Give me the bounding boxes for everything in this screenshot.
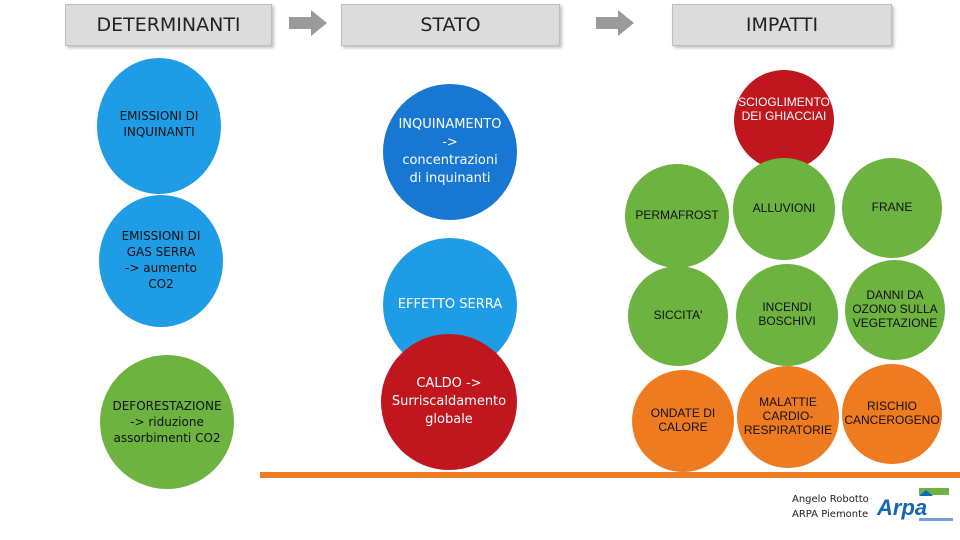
node-caldo: CALDO -> Surriscaldamento globale	[381, 334, 517, 470]
node-emissioni-inquinanti: EMISSIONI DI INQUINANTI	[97, 58, 221, 194]
footer-divider	[260, 472, 960, 478]
node-danni-ozono: DANNI DA OZONO SULLA VEGETAZIONE	[845, 260, 945, 360]
arpa-logo-text: Arpa	[876, 495, 927, 520]
author-name: Angelo Robotto	[792, 494, 869, 505]
node-label-line: CANCEROGENO	[844, 413, 940, 427]
arrow-right-icon	[289, 10, 327, 36]
node-deforestazione: DEFORESTAZIONE -> riduzione assorbimenti…	[100, 355, 234, 489]
node-label-line: ONDATE DI	[650, 406, 716, 421]
node-label-line: FRANE	[871, 200, 913, 215]
node-malattie-cardiorespiratorie: MALATTIE CARDIO- RESPIRATORIE	[737, 366, 839, 468]
node-label-line: EFFETTO SERRA	[397, 296, 503, 312]
node-label-line: di inquinanti	[409, 171, 491, 187]
node-label-line: RISCHIO	[866, 399, 917, 414]
header-determinanti-label: DETERMINANTI	[96, 14, 241, 36]
node-label-line: globale	[425, 412, 473, 428]
node-label-line: BOSCHIVI	[758, 314, 816, 328]
node-label-line: SICCITA'	[653, 308, 703, 323]
node-label-line: -> aumento CO2	[125, 261, 197, 292]
arrow-right-icon	[596, 10, 634, 36]
node-label-line: -> riduzione	[130, 414, 204, 429]
header-impatti-label: IMPATTI	[745, 14, 819, 36]
arpa-logo: Arpa	[876, 488, 953, 521]
node-label-line: INQUINANTI	[123, 125, 195, 140]
node-frane: FRANE	[842, 158, 942, 258]
node-label-line: INCENDI	[762, 300, 812, 315]
node-label-line: EMISSIONI DI	[121, 228, 201, 243]
node-label-line: OZONO SULLA	[852, 302, 938, 317]
node-label-line: RESPIRATORIE	[743, 422, 833, 437]
node-permafrost: PERMAFROST	[625, 164, 729, 268]
node-label-line: Surriscaldamento	[391, 393, 507, 409]
node-incendi-boschivi: INCENDI BOSCHIVI	[736, 264, 838, 366]
node-label-line: DEI GHIACCIAI	[741, 108, 827, 123]
node-label-line: CARDIO-	[762, 409, 814, 424]
node-label-line: -> concentrazioni	[402, 134, 498, 168]
node-label-line: EMISSIONI DI	[119, 109, 199, 123]
node-label-line: CALORE	[658, 420, 708, 434]
header-stato-label: STATO	[420, 14, 481, 36]
header-determinanti: DETERMINANTI	[65, 4, 272, 46]
node-alluvioni: ALLUVIONI	[733, 158, 835, 260]
header-impatti: IMPATTI	[672, 4, 892, 46]
header-stato: STATO	[341, 4, 560, 46]
node-label-line: DANNI DA	[866, 288, 924, 303]
author-org: ARPA Piemonte	[792, 508, 869, 520]
node-scioglimento-ghiacciai: SCIOGLIMENTO DEI GHIACCIAI	[734, 70, 834, 170]
node-label-line: INQUINAMENTO	[398, 116, 502, 132]
node-ondate-calore: ONDATE DI CALORE	[632, 370, 734, 472]
node-inquinamento: INQUINAMENTO -> concentrazioni di inquin…	[383, 84, 517, 220]
node-label-line: assorbimenti CO2	[113, 431, 221, 446]
node-rischio-cancerogeno: RISCHIO CANCEROGENO	[842, 364, 942, 464]
node-label-line: DEFORESTAZIONE	[112, 398, 222, 413]
node-label-line: SCIOGLIMENTO	[738, 95, 830, 109]
node-label-line: VEGETAZIONE	[852, 315, 938, 330]
node-label-line: MALATTIE	[759, 395, 817, 410]
node-label-line: CALDO ->	[416, 375, 482, 391]
author-credit: Angelo Robotto ARPA Piemonte	[792, 493, 869, 522]
node-siccita: SICCITA'	[628, 266, 728, 366]
node-emissioni-gas-serra: EMISSIONI DI GAS SERRA -> aumento CO2	[99, 195, 223, 327]
node-label-line: PERMAFROST	[635, 208, 719, 223]
node-label-line: ALLUVIONI	[752, 201, 816, 216]
node-label-line: GAS SERRA	[126, 244, 196, 259]
